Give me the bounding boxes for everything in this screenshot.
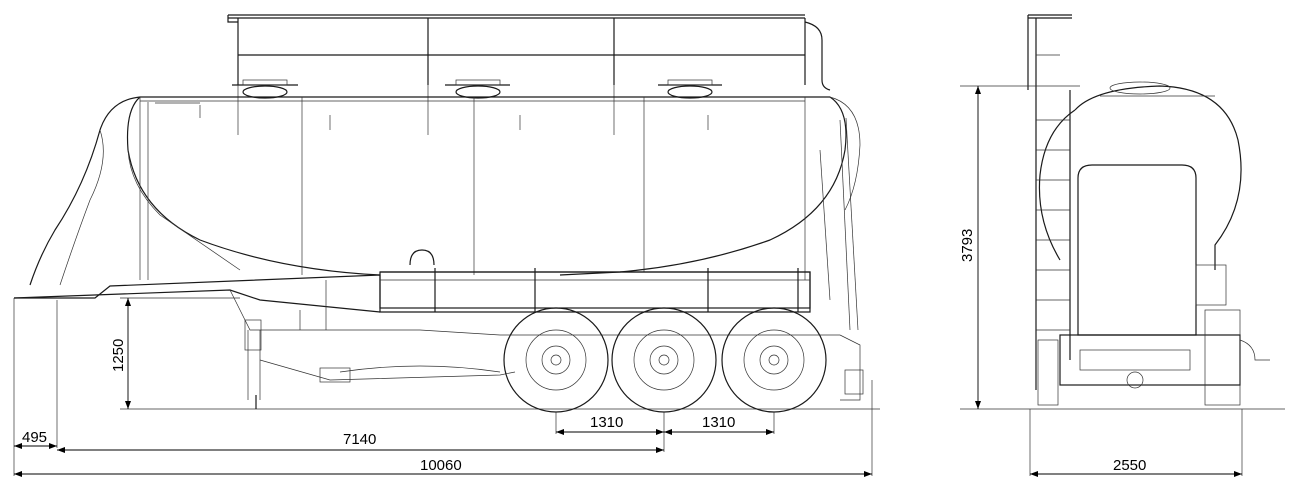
- dim-coupling-height: 1250: [110, 339, 127, 372]
- tank-panels: [199, 97, 709, 275]
- front-cone-inner: [126, 96, 381, 276]
- hatch-2: [427, 79, 510, 135]
- dim-front-overhang: 495: [22, 429, 47, 446]
- dim-overall-length: 10060: [420, 457, 462, 474]
- wheel-3: [721, 307, 827, 413]
- dim-axle-spacing-1: 1310: [590, 414, 623, 431]
- rear-tank-shell: [1074, 85, 1242, 270]
- dimension-lines: [13, 85, 1243, 477]
- dim-axle-spacing-2: 1310: [702, 414, 735, 431]
- pipe-rail: [379, 271, 811, 309]
- loop-handle: [409, 249, 435, 266]
- ladder: [1035, 90, 1071, 390]
- rear-view: [1010, 14, 1285, 410]
- dim-kingpin-to-axles: 7140: [343, 431, 376, 448]
- hatch-1: [232, 79, 298, 135]
- side-view: [13, 14, 880, 413]
- rear-panel: [1077, 164, 1197, 336]
- front-cone-outer: [29, 96, 141, 286]
- hatch-3: [613, 79, 722, 135]
- main-beam: [14, 271, 811, 313]
- wheel-1: [503, 307, 609, 413]
- rear-bumper: [1059, 334, 1241, 386]
- top-railing: [227, 14, 831, 91]
- dim-overall-height: 3793: [959, 229, 976, 262]
- wheel-2: [611, 307, 717, 413]
- dim-overall-width: 2550: [1113, 457, 1146, 474]
- rear-cone: [559, 96, 847, 276]
